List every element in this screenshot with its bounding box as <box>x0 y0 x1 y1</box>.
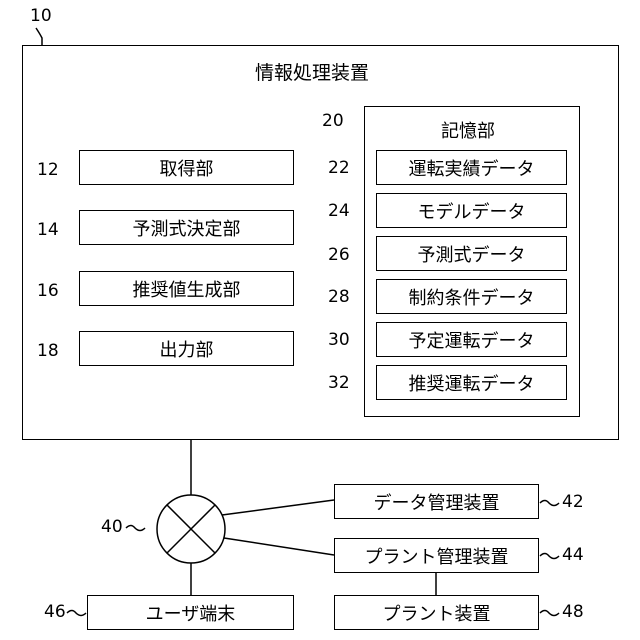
plant-device-label: プラント装置 <box>383 600 491 626</box>
storage-item-label: 予測式データ <box>418 241 526 267</box>
external-ref-46: 46 <box>44 604 66 621</box>
storage-title: 記憶部 <box>441 117 495 143</box>
output-unit: 出力部 <box>79 331 294 366</box>
plant-device: プラント装置 <box>334 595 539 630</box>
user-terminal: ユーザ端末 <box>87 595 294 630</box>
device-ref: 10 <box>30 8 52 25</box>
unit-ref-16: 16 <box>37 283 59 300</box>
storage-item-ref-28: 28 <box>328 289 350 306</box>
plant-management-device: プラント管理装置 <box>334 538 539 573</box>
storage-item-ref-24: 24 <box>328 203 350 220</box>
plant-management-device-label: プラント管理装置 <box>365 543 509 569</box>
network-node-icon <box>157 495 225 563</box>
storage-item-label: 制約条件データ <box>409 284 535 310</box>
external-ref-42: 42 <box>562 494 584 511</box>
storage-item-ref-22: 22 <box>328 160 350 177</box>
data-management-device-label: データ管理装置 <box>374 489 500 515</box>
unit-ref-18: 18 <box>37 343 59 360</box>
storage-item-planned-operation: 予定運転データ <box>376 322 567 357</box>
ref-leader-46 <box>67 611 86 616</box>
storage-item-model-data: モデルデータ <box>376 193 567 228</box>
ref-leader-42 <box>540 501 559 506</box>
prediction-formula-unit: 予測式決定部 <box>79 210 294 245</box>
network-ref: 40 <box>101 519 123 536</box>
storage-item-prediction-formula: 予測式データ <box>376 236 567 271</box>
device-title: 情報処理装置 <box>255 58 369 85</box>
storage-item-operation-history: 運転実績データ <box>376 150 567 185</box>
recommendation-generator-unit-label: 推奨値生成部 <box>133 276 241 302</box>
storage-item-constraint-data: 制約条件データ <box>376 279 567 314</box>
ref-leader-44 <box>540 554 559 559</box>
output-unit-label: 出力部 <box>160 336 214 362</box>
unit-ref-14: 14 <box>37 222 59 239</box>
storage-item-ref-26: 26 <box>328 247 350 264</box>
acquisition-unit: 取得部 <box>79 150 294 185</box>
recommendation-generator-unit: 推奨値生成部 <box>79 271 294 306</box>
storage-item-label: 運転実績データ <box>409 155 535 181</box>
prediction-formula-unit-label: 予測式決定部 <box>133 215 241 241</box>
device-ref-leader <box>36 28 42 46</box>
storage-item-label: 予定運転データ <box>409 327 535 353</box>
storage-item-recommended-operation: 推奨運転データ <box>376 365 567 400</box>
ref-leader-40 <box>126 526 145 531</box>
network-data-mgmt-line <box>222 500 334 515</box>
storage-item-label: 推奨運転データ <box>409 370 535 396</box>
storage-ref: 20 <box>322 113 344 130</box>
network-plant-mgmt-line <box>224 538 334 555</box>
storage-item-label: モデルデータ <box>418 198 526 224</box>
external-ref-44: 44 <box>562 547 584 564</box>
storage-item-ref-32: 32 <box>328 375 350 392</box>
acquisition-unit-label: 取得部 <box>160 155 214 181</box>
unit-ref-12: 12 <box>37 162 59 179</box>
ref-leader-48 <box>540 611 559 616</box>
user-terminal-label: ユーザ端末 <box>146 600 236 626</box>
storage-item-ref-30: 30 <box>328 332 350 349</box>
data-management-device: データ管理装置 <box>334 484 539 519</box>
external-ref-48: 48 <box>562 604 584 621</box>
